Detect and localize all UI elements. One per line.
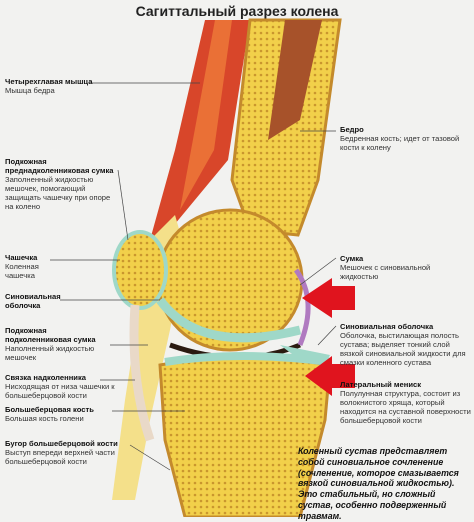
page-title: Сагиттальный разрез колена — [135, 3, 339, 19]
arrow-cavity — [305, 356, 355, 396]
patella-bone — [112, 230, 168, 310]
femur-condyle — [156, 208, 304, 352]
summary-note: Коленный сустав представляет собой синов… — [298, 446, 459, 521]
arrow-bursa — [302, 278, 355, 318]
label-synovial-left: Синовиальная оболочка — [5, 292, 61, 310]
patellar-ligament — [129, 304, 155, 442]
